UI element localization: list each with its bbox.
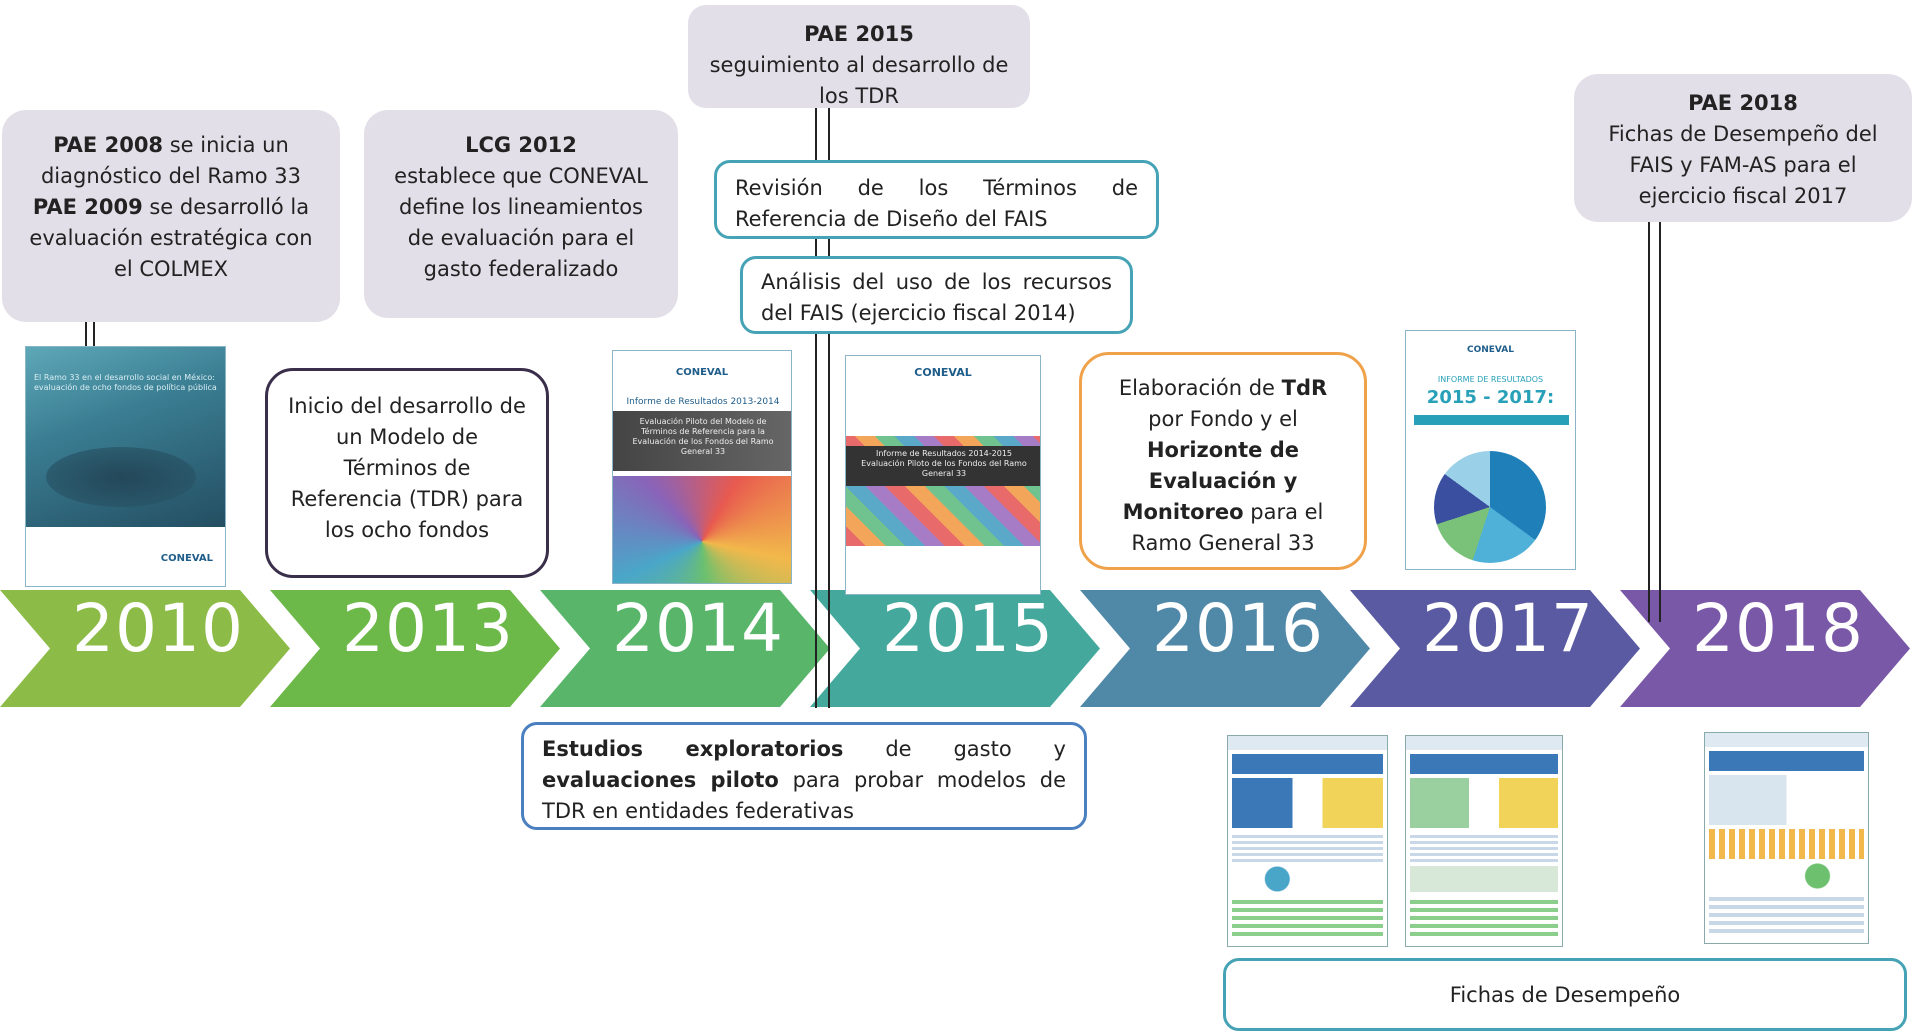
cover-band: [846, 446, 1040, 486]
ficha-thumbnail: [1227, 735, 1388, 947]
year-label-2017: 2017: [1422, 590, 1594, 667]
year-label-2013: 2013: [342, 590, 514, 667]
report-cover-2014: CONEVAL Informe de Resultados 2013-2014 …: [612, 350, 792, 584]
timeline-chevron-2016: [1080, 590, 1370, 707]
box-text-bold: Estudios exploratorios: [542, 737, 844, 761]
box-analisis-fais: Análisis del uso de los recursos del FAI…: [740, 256, 1133, 334]
ficha-thumbnail: [1405, 735, 1563, 947]
report-cover-2010: El Ramo 33 en el desarrollo social en Mé…: [25, 346, 226, 587]
box-revision-tdr: Revisión de los Términos de Referencia d…: [714, 160, 1159, 239]
note-text: establece que CONEVAL define los lineami…: [394, 164, 648, 281]
connector-line: [1659, 222, 1661, 622]
note-lead: PAE 2015: [804, 22, 914, 46]
note-lead: LCG 2012: [465, 133, 577, 157]
cover-pie-graphic: [1434, 451, 1546, 563]
box-text: para el Ramo General 33: [1131, 500, 1324, 555]
box-fichas-desempeno: Fichas de Desempeño: [1223, 958, 1907, 1031]
cover-title: INFORME DE RESULTADOS: [1437, 375, 1544, 384]
year-label-2016: 2016: [1152, 590, 1324, 667]
cover-subtitle: 2015 - 2017:: [1426, 387, 1555, 408]
year-label-2018: 2018: [1692, 590, 1864, 667]
connector-line: [1648, 222, 1650, 622]
note-pae2018: PAE 2018 Fichas de Desempeño del FAIS y …: [1574, 74, 1912, 222]
note-text: Fichas de Desempeño del FAIS y FAM-AS pa…: [1608, 122, 1878, 208]
cover-title: Informe de Resultados 2014-2015 Evaluaci…: [861, 449, 1027, 478]
note-lead: PAE 2018: [1688, 91, 1798, 115]
box-text: Revisión de los Términos de Referencia d…: [735, 176, 1138, 231]
box-text: de gasto y: [843, 737, 1066, 761]
cover-graphic: [613, 476, 791, 583]
box-inicio-modelo: Inicio del desarrollo de un Modelo de Té…: [265, 368, 549, 578]
note-text: seguimiento al desarrollo de los TDR: [709, 53, 1009, 108]
timeline-chevron-2017: [1350, 590, 1640, 707]
connector-line: [828, 108, 830, 708]
box-text: por Fondo y el: [1148, 407, 1298, 431]
note-pae2015: PAE 2015 seguimiento al desarrollo de lo…: [688, 5, 1030, 108]
cover-band: [1414, 415, 1569, 425]
timeline-chevron-2010: [0, 590, 290, 707]
report-cover-2017: CONEVAL INFORME DE RESULTADOS 2015 - 201…: [1405, 330, 1576, 570]
connector-line: [93, 322, 95, 348]
timeline-chevron-2013: [270, 590, 560, 707]
note-lead: PAE 2008: [53, 133, 164, 157]
coneval-logo: CONEVAL: [160, 553, 213, 564]
report-cover-2015: CONEVAL Informe de Resultados 2014-2015 …: [845, 355, 1041, 595]
cover-subtitle: Evaluación Piloto del Modelo de Términos…: [632, 417, 774, 456]
box-text: Análisis del uso de los recursos del FAI…: [761, 270, 1112, 325]
box-text: Inicio del desarrollo de un Modelo de Té…: [288, 394, 526, 542]
cover-title: Informe de Resultados 2013-2014: [626, 397, 780, 407]
year-label-2015: 2015: [882, 590, 1054, 667]
note-lcg2012: LCG 2012 establece que CONEVAL define lo…: [364, 110, 678, 318]
box-text-bold: Horizonte de Evaluación y Monitoreo: [1122, 438, 1300, 524]
box-text-bold: evaluaciones piloto: [542, 768, 779, 792]
connector-line: [815, 108, 817, 708]
box-text: para probar modelos de TDR en entidades …: [542, 768, 1066, 823]
box-text-bold: TdR: [1281, 376, 1328, 400]
timeline-chevron-2014: [540, 590, 830, 707]
timeline-chevron-2018: [1620, 590, 1910, 707]
coneval-logo: CONEVAL: [675, 367, 729, 378]
coneval-logo: CONEVAL: [914, 366, 972, 379]
ficha-thumbnail: [1704, 732, 1869, 944]
timeline-chevron-2015: [810, 590, 1100, 707]
cover-globe-graphic: [46, 447, 196, 507]
note-lead: PAE 2009: [32, 195, 143, 219]
year-label-2014: 2014: [612, 590, 784, 667]
connector-line: [85, 322, 87, 348]
coneval-logo: CONEVAL: [1467, 345, 1514, 355]
year-label-2010: 2010: [72, 590, 244, 667]
note-text: se inicia un diagnóstico del Ramo 33: [40, 133, 302, 188]
note-pae2008: PAE 2008 se inicia un diagnóstico del Ra…: [2, 110, 340, 322]
cover-title: El Ramo 33 en el desarrollo social en Mé…: [34, 373, 217, 392]
cover-band: [613, 411, 791, 471]
box-elaboracion-tdr: Elaboración de TdR por Fondo y el Horizo…: [1079, 352, 1367, 570]
note-text: se desarrolló la evaluación estratégica …: [29, 195, 313, 281]
box-text: Fichas de Desempeño: [1449, 983, 1681, 1007]
box-text: Elaboración de: [1118, 376, 1282, 400]
box-estudios-exploratorios: Estudios exploratorios de gasto y evalua…: [521, 722, 1087, 830]
